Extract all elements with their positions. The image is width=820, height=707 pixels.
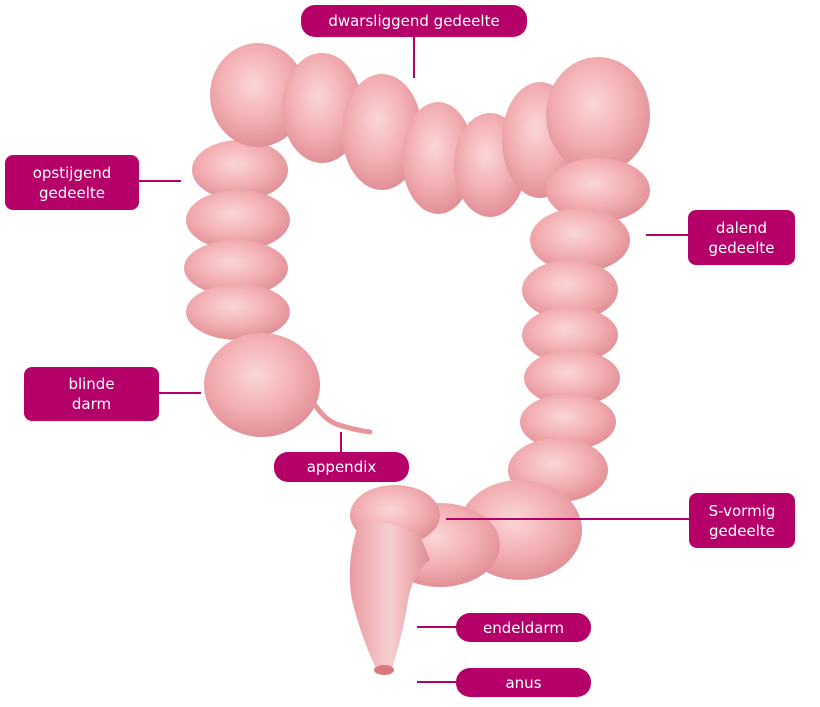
colon-segment [546,57,650,173]
label-transverse: dwarsliggend gedeelte [301,5,527,37]
rectum-tube [350,520,430,668]
label-sigmoid-line2: gedeelte [709,521,775,541]
anus-opening [374,665,394,675]
label-anus: anus [456,668,591,697]
label-sigmoid-line1: S-vormig [709,501,776,521]
label-descending: dalend gedeelte [688,210,795,265]
label-rectum-text: endeldarm [483,618,564,638]
label-sigmoid: S-vormig gedeelte [689,493,795,548]
label-rectum: endeldarm [456,613,591,642]
label-ascending-line2: gedeelte [39,183,105,203]
label-ascending-line1: opstijgend [33,163,112,183]
label-caecum-line2: darm [72,394,111,414]
colon-segment [186,284,290,340]
label-caecum: blinde darm [24,367,159,421]
caecum [204,333,320,437]
ascending-colon [184,140,290,340]
descending-colon [508,158,650,502]
caecum-pouch [204,333,320,437]
label-ascending: opstijgend gedeelte [5,155,139,210]
rectum [350,520,430,668]
label-descending-line1: dalend [716,218,767,238]
label-anus-text: anus [505,673,541,693]
label-descending-line2: gedeelte [708,238,774,258]
label-transverse-text: dwarsliggend gedeelte [328,11,499,31]
label-appendix: appendix [274,452,409,482]
appendix-tube [312,400,370,432]
label-caecum-line1: blinde [68,374,114,394]
label-appendix-text: appendix [307,457,377,477]
